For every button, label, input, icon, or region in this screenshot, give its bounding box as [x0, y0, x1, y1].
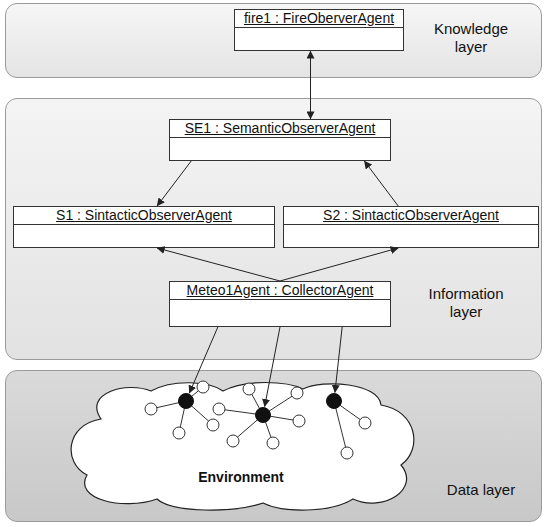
object-header: fire1 : FireOberverAgent — [235, 10, 403, 28]
station-node — [179, 394, 194, 409]
network-link — [334, 401, 347, 453]
sensor-node — [207, 419, 219, 431]
object-name: fire1 : FireOberverAgent — [244, 10, 394, 26]
object-header: Meteo1Agent : CollectorAgent — [170, 282, 390, 300]
sensor-node — [267, 437, 279, 449]
sensor-node — [341, 447, 353, 459]
sensor-node — [145, 403, 157, 415]
object-name: Meteo1Agent : CollectorAgent — [187, 282, 374, 298]
sensor-node — [213, 403, 225, 415]
station-node — [327, 394, 342, 409]
layer-band: Knowledge layer fire1 : FireOberverAgent — [5, 3, 542, 78]
cloud-shape — [71, 383, 414, 511]
agent-object-box: SE1 : SemanticObserverAgent — [169, 119, 391, 161]
agent-object-box: fire1 : FireOberverAgent — [234, 9, 404, 51]
station-node — [256, 408, 271, 423]
object-header: S1 : SintacticObserverAgent — [14, 207, 274, 225]
agent-object-box: S2 : SintacticObserverAgent — [283, 206, 539, 248]
layer-label: Data layer — [436, 481, 526, 499]
object-header: SE1 : SemanticObserverAgent — [170, 120, 390, 138]
sensor-node — [197, 381, 209, 393]
object-body — [170, 138, 390, 160]
sensor-node — [227, 435, 239, 447]
object-name: S2 : SintacticObserverAgent — [323, 207, 499, 223]
object-body — [284, 225, 538, 247]
layer-label: Information layer — [411, 285, 521, 321]
layer-band: Information layer SE1 : SemanticObserverA… — [5, 98, 542, 360]
sensor-node — [291, 387, 303, 399]
layer-label: Knowledge layer — [421, 20, 521, 56]
sensor-node — [173, 427, 185, 439]
object-name: S1 : SintacticObserverAgent — [56, 207, 232, 223]
environment-cloud: Environment — [61, 379, 421, 513]
object-body — [14, 225, 274, 247]
object-header: S2 : SintacticObserverAgent — [284, 207, 538, 225]
object-name: SE1 : SemanticObserverAgent — [185, 120, 376, 136]
object-body — [235, 28, 403, 50]
agent-object-box: Meteo1Agent : CollectorAgent — [169, 281, 391, 327]
object-body — [170, 300, 390, 326]
sensor-node — [293, 415, 305, 427]
sensor-node — [243, 383, 255, 395]
cloud-outline — [61, 379, 421, 513]
layer-band: Data layer Environment — [5, 370, 542, 522]
sensor-node — [359, 417, 371, 429]
environment-label: Environment — [61, 469, 421, 486]
agent-object-box: S1 : SintacticObserverAgent — [13, 206, 275, 248]
